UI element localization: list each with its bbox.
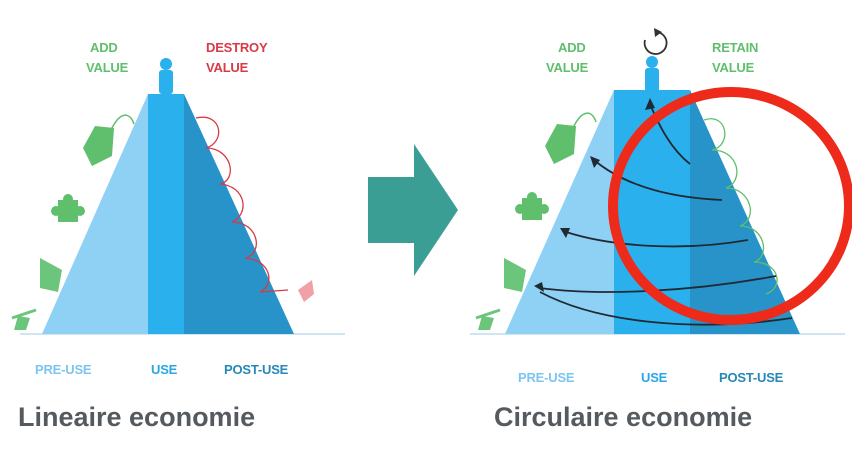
retain-label-line2: VALUE — [712, 60, 755, 75]
circular-retain-value-label: RETAIN VALUE — [712, 38, 758, 78]
post-use-section — [690, 90, 800, 334]
person-icon — [159, 58, 173, 94]
transition-arrow-icon — [368, 144, 458, 276]
use-section — [148, 94, 184, 334]
linear-caption: Lineaire economie — [18, 402, 256, 432]
hand-icon — [504, 258, 526, 292]
pre-use-section — [42, 94, 148, 334]
circular-caption: Circulaire economie — [494, 402, 753, 432]
pre-use-section — [505, 90, 614, 334]
circular-add-value-label: ADD VALUE — [546, 38, 588, 78]
linear-add-value-label: ADD VALUE — [86, 38, 128, 78]
retain-label-line1: RETAIN — [712, 40, 759, 55]
add-label-line2: VALUE — [86, 60, 129, 75]
circular-axis-use: USE — [641, 370, 668, 385]
price-tag-icon — [83, 114, 135, 166]
hand-icon — [40, 258, 62, 292]
linear-diagram — [11, 58, 345, 335]
oil-pump-icon — [475, 308, 501, 330]
linear-axis-pre-use: PRE-USE — [35, 362, 92, 377]
linear-axis-post-use: POST-USE — [224, 362, 289, 377]
puzzle-piece-icon — [515, 192, 549, 220]
flow-arrowheads — [534, 98, 655, 292]
circular-axis-post-use: POST-USE — [719, 370, 784, 385]
add-label-line2: VALUE — [546, 60, 589, 75]
refresh-arrow-icon — [643, 28, 668, 55]
post-use-section — [184, 94, 294, 334]
add-label-line1: ADD — [558, 40, 586, 55]
add-label-line1: ADD — [90, 40, 118, 55]
highlight-circle — [608, 87, 852, 325]
circular-diagram — [470, 28, 852, 335]
waste-shape — [298, 280, 314, 302]
linear-axis-use: USE — [151, 362, 178, 377]
destroy-value-loops — [195, 116, 289, 293]
retain-value-loops — [703, 118, 778, 295]
linear-destroy-value-label: DESTROY VALUE — [206, 38, 268, 78]
circular-axis-pre-use: PRE-USE — [518, 370, 575, 385]
destroy-label-line2: VALUE — [206, 60, 249, 75]
oil-pump-icon — [11, 308, 37, 330]
destroy-label-line1: DESTROY — [206, 40, 268, 55]
person-icon — [645, 56, 659, 92]
puzzle-piece-icon — [51, 194, 85, 222]
price-tag-icon — [545, 112, 597, 164]
